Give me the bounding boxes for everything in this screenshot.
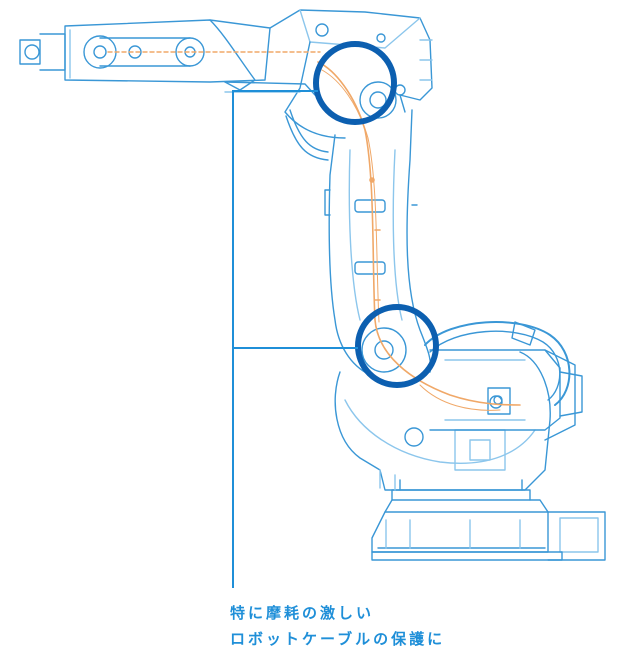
highlight-ring-group — [313, 41, 439, 388]
caption-line-2: ロボットケーブルの保護に — [230, 630, 446, 648]
robot-elbow — [359, 81, 406, 119]
callout-lines — [232, 90, 358, 588]
robot-forearm — [19, 19, 321, 96]
robot-internal-cable — [317, 61, 521, 411]
caption: 特に摩耗の激しい ロボットケーブルの保護に — [230, 600, 445, 652]
highlight-ring-upper — [313, 41, 397, 125]
robot-motor-pack — [429, 349, 583, 441]
cable-loop — [424, 321, 571, 406]
robot-lower-joint — [361, 327, 503, 409]
caption-line-1: 特に摩耗の激しい — [230, 604, 375, 622]
callout-line-upper — [232, 90, 318, 588]
side-hose — [285, 109, 329, 161]
robot-base — [371, 479, 606, 561]
highlight-ring-lower — [355, 304, 439, 388]
